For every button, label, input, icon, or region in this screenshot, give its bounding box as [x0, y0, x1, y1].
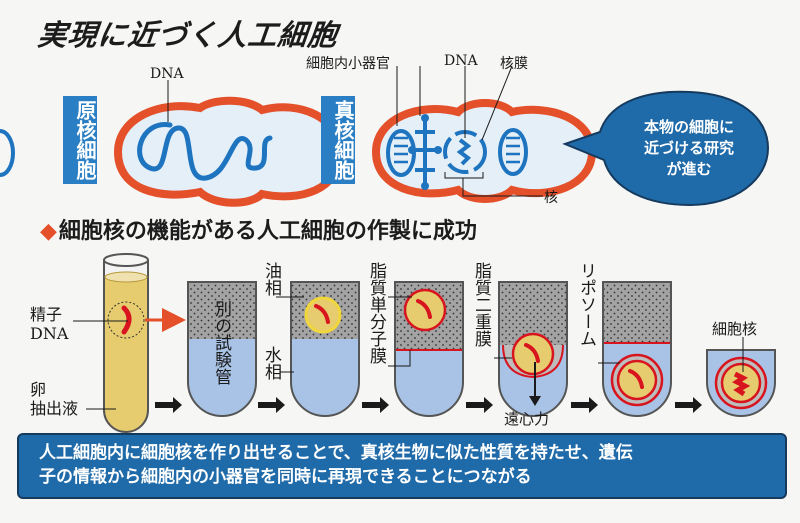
prokaryote-dna-label: DNA [150, 66, 184, 82]
step-arrows [155, 397, 702, 413]
lipid-monolayer-label: 脂質単分子膜 [366, 262, 386, 364]
test-tube-other [187, 281, 257, 417]
bubble-line: 本物の細胞に [643, 118, 734, 136]
water-phase-label: 水相 [261, 346, 281, 380]
test-tube-lipid-monolayer [388, 281, 464, 417]
test-tube-liposome [598, 281, 672, 417]
summary-box: 人工細胞内に細胞核を作り出せることで、真核生物に似た性質を持たせ、遺伝 子の情報… [17, 433, 787, 499]
nuclear-membrane-label: 核膜 [500, 56, 528, 72]
eukaryote-dna-label: DNA [444, 53, 478, 69]
summary-line: 子の情報から細胞内の小器官を同時に再現できることにつながる [39, 467, 532, 487]
test-tube-lipid-bilayer [494, 281, 568, 417]
sperm-dna-label: 精子 DNA [30, 305, 68, 343]
lipid-bilayer-label: 脂質二重膜 [471, 262, 491, 347]
bubble-line: 近づける研究 [643, 139, 734, 157]
prokaryote-label: 原核細胞 [63, 96, 97, 184]
section-subtitle: ◆細胞核の機能がある人工細胞の作製に成功 [40, 213, 477, 245]
test-tube-cell-nucleus [706, 337, 776, 417]
other-tube-label: 別の試験管 [211, 300, 231, 385]
nucleus-label: 核 [544, 190, 558, 206]
centrifugal-force-label: 遠心力 [504, 410, 550, 428]
summary-line: 人工細胞内に細胞核を作り出せることで、真核生物に似た性質を持たせ、遺伝 [39, 443, 633, 463]
eukaryote-label: 真核細胞 [321, 96, 355, 184]
liposome-label: リポソーム [576, 262, 596, 347]
subtitle-text: 細胞核の機能がある人工細胞の作製に成功 [58, 219, 477, 244]
prokaryote-cell [113, 80, 345, 207]
test-tube-egg-extract [73, 253, 186, 433]
label-line: 卵 [30, 380, 47, 399]
bubble-text: 本物の細胞に 近づける研究 が進む [610, 117, 768, 180]
test-tube-oil-water [276, 281, 360, 417]
cell-nucleus-label: 細胞核 [712, 320, 758, 338]
label-line: 精子 [30, 305, 63, 324]
diamond-marker-icon: ◆ [40, 219, 57, 244]
organelle-label: 細胞内小器官 [306, 56, 390, 72]
egg-extract-label: 卵 抽出液 [30, 380, 78, 418]
eukaryote-cell [0, 65, 597, 203]
oil-phase-label: 油相 [261, 262, 281, 296]
label-line: DNA [30, 324, 69, 343]
label-line: 抽出液 [30, 399, 79, 418]
speech-bubble [562, 90, 770, 207]
bubble-line: が進む [666, 160, 712, 178]
